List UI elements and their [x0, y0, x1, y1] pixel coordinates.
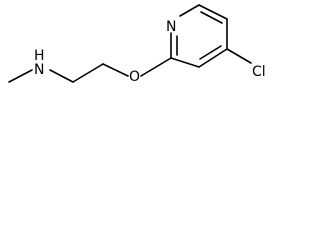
atom-label-chlorine: Cl [252, 64, 266, 80]
ring-bond-c4-c3 [198, 48, 228, 68]
bond-o-ring [140, 57, 172, 77]
ring-bond-c4-c3-inner [199, 45, 222, 60]
ring-bond-c6-c5 [198, 4, 228, 20]
chemical-structure: N H O N Cl [8, 4, 266, 85]
ring-bond-c3-c2 [170, 57, 200, 68]
ring-bond-c6-c5-inner [200, 11, 223, 24]
atom-label-amine-h: H [34, 48, 45, 64]
bond-methyl-nh [8, 69, 33, 83]
atom-label-ring-nitrogen: N [166, 19, 176, 35]
atom-label-amine-n: N [34, 62, 44, 78]
bond-nh-ch2 [49, 69, 74, 83]
atom-label-oxygen: O [129, 69, 140, 85]
bond-c4-cl [226, 48, 252, 64]
ring-bond-n1-c6 [179, 4, 200, 17]
bond-ch2-o [102, 63, 129, 77]
bond-ch2-ch2 [72, 63, 104, 83]
